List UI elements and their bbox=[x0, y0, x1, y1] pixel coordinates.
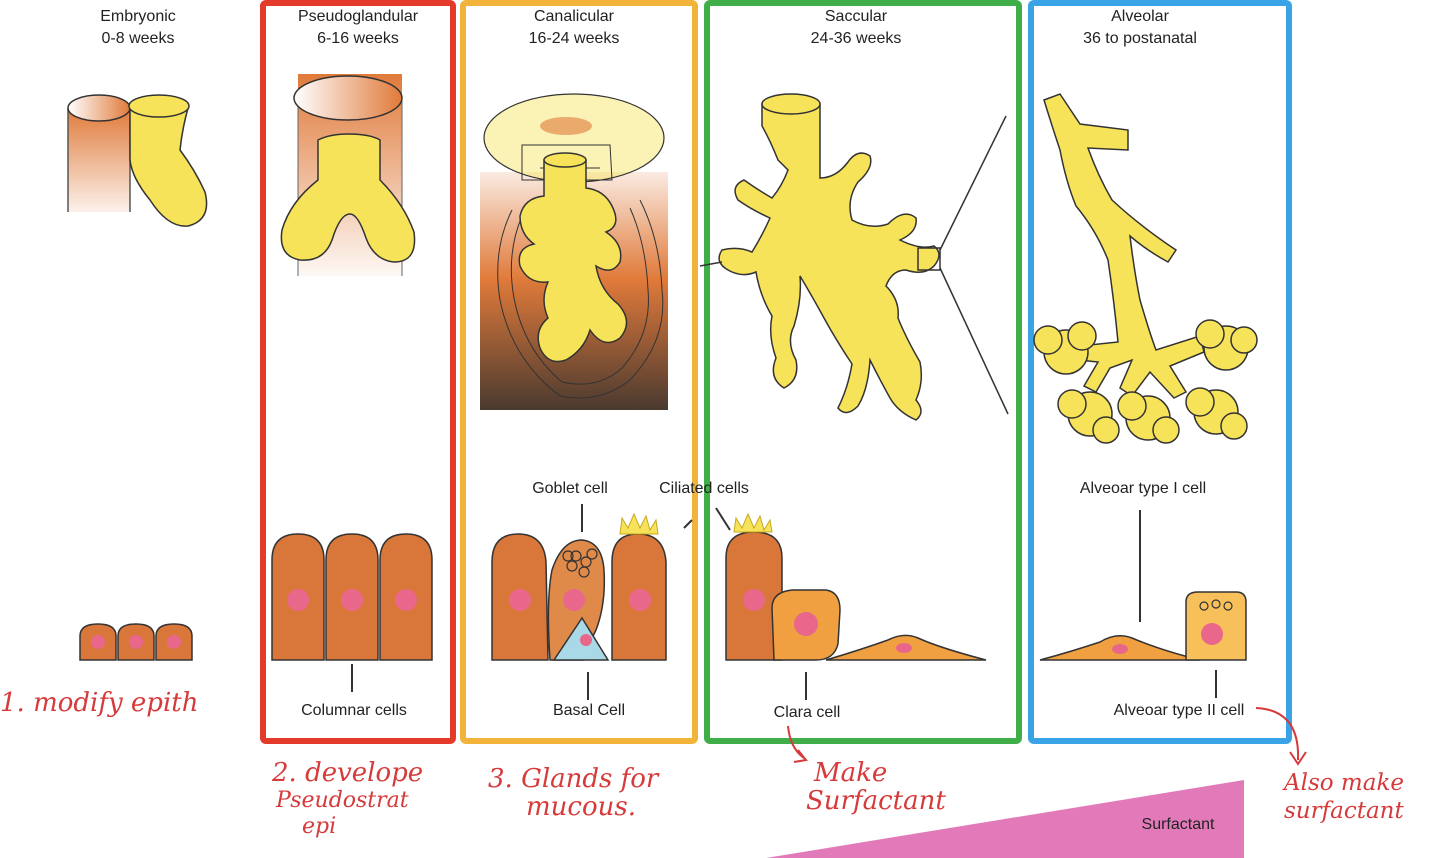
stage-title-saccular: Saccular 24-36 weeks bbox=[756, 6, 956, 50]
stage-range: 6-16 weeks bbox=[317, 30, 399, 47]
note-develop-line3: epi bbox=[302, 814, 337, 839]
stage-name: Embryonic bbox=[100, 8, 176, 25]
pseudoglandular-illustration bbox=[280, 74, 416, 276]
stage-range: 0-8 weeks bbox=[101, 30, 175, 47]
columnar-cells bbox=[271, 533, 433, 692]
label-surfactant: Surfactant bbox=[1141, 816, 1215, 833]
stage-range: 24-36 weeks bbox=[810, 30, 902, 47]
canalicular-frame bbox=[460, 0, 698, 744]
canalicular-cells bbox=[491, 504, 693, 700]
label-basal-cell: Basal Cell bbox=[552, 702, 626, 719]
saccular-cells bbox=[715, 507, 987, 700]
note-glands-line2: mucous. bbox=[526, 792, 636, 822]
note-develop-line2: Pseudostrat bbox=[276, 788, 409, 813]
note-modify-epith: 1. modify epith bbox=[0, 688, 199, 718]
stage-name: Saccular bbox=[824, 8, 888, 25]
stage-name: Pseudoglandular bbox=[297, 8, 419, 25]
label-alveolar-type-1: Alveoar type I cell bbox=[1079, 480, 1207, 497]
label-goblet-cell: Goblet cell bbox=[532, 480, 608, 497]
saccular-illustration bbox=[699, 93, 1009, 421]
note-glands-line1: 3. Glands for bbox=[488, 764, 659, 794]
stage-title-pseudoglandular: Pseudoglandular 6-16 weeks bbox=[258, 6, 458, 50]
label-ciliated-cells: Ciliated cells bbox=[659, 480, 749, 497]
label-alveolar-type-2: Alveoar type II cell bbox=[1113, 702, 1245, 719]
alveolar-cells bbox=[1039, 510, 1247, 698]
stage-range: 16-24 weeks bbox=[528, 30, 620, 47]
stage-name: Alveolar bbox=[1111, 8, 1169, 25]
alveolar-frame bbox=[1028, 0, 1292, 744]
stage-title-alveolar: Alveolar 36 to postanatal bbox=[1040, 6, 1240, 50]
embryonic-cells bbox=[79, 623, 193, 661]
note-also-make-line1: Also make bbox=[1284, 770, 1404, 796]
alveolar-illustration bbox=[1033, 93, 1258, 444]
note-make-surfactant-line2: Surfactant bbox=[806, 786, 946, 816]
canalicular-illustration bbox=[480, 93, 668, 410]
stage-name: Canalicular bbox=[533, 8, 615, 25]
label-clara-cell: Clara cell bbox=[773, 704, 841, 721]
stage-title-embryonic: Embryonic 0-8 weeks bbox=[38, 6, 238, 50]
stage-title-canalicular: Canalicular 16-24 weeks bbox=[474, 6, 674, 50]
pseudoglandular-frame bbox=[260, 0, 456, 744]
stage-range: 36 to postanatal bbox=[1083, 30, 1197, 47]
note-make-surfactant-line1: Make bbox=[814, 758, 888, 788]
saccular-frame bbox=[704, 0, 1022, 744]
label-columnar-cells: Columnar cells bbox=[301, 702, 407, 719]
surfactant-wedge bbox=[766, 780, 1244, 858]
note-develop-line1: 2. develope bbox=[272, 758, 424, 788]
arrow-type2 bbox=[1255, 707, 1300, 761]
note-also-make-line2: surfactant bbox=[1284, 798, 1404, 824]
embryonic-tube-illustration bbox=[67, 94, 208, 227]
